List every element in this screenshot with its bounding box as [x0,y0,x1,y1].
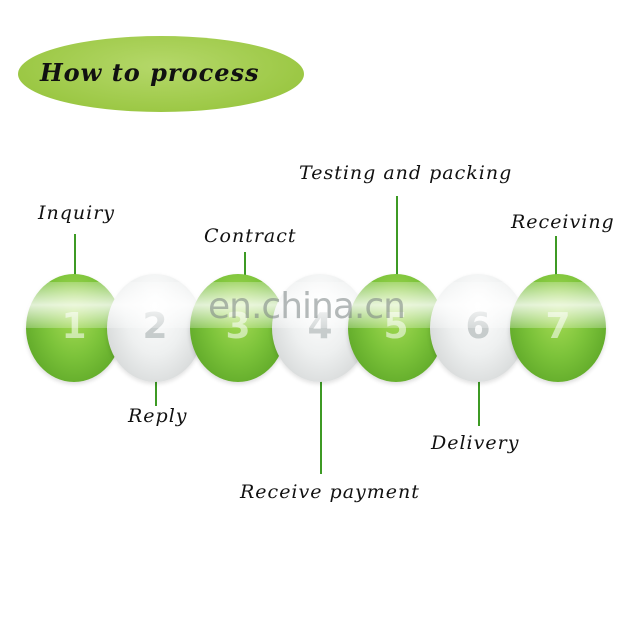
step-label-receive-payment: Receive payment [240,481,420,503]
step-label-inquiry: Inquiry [38,202,116,224]
step-label-reply: Reply [128,405,188,427]
connector-testing-packing [396,196,398,276]
connector-contract [244,252,246,276]
page-title: How to process [40,58,260,87]
step-label-contract: Contract [204,225,297,247]
connector-inquiry [74,234,76,276]
connector-reply [155,380,157,406]
connector-receiving [555,236,557,276]
watermark-band [20,282,620,328]
connector-delivery [478,380,480,426]
step-label-delivery: Delivery [431,432,520,454]
step-label-testing-packing: Testing and packing [299,162,513,184]
watermark: en.china.cn [208,286,406,327]
connector-receive-payment [320,378,322,474]
title-banner [18,36,304,112]
step-label-receiving: Receiving [511,211,615,233]
